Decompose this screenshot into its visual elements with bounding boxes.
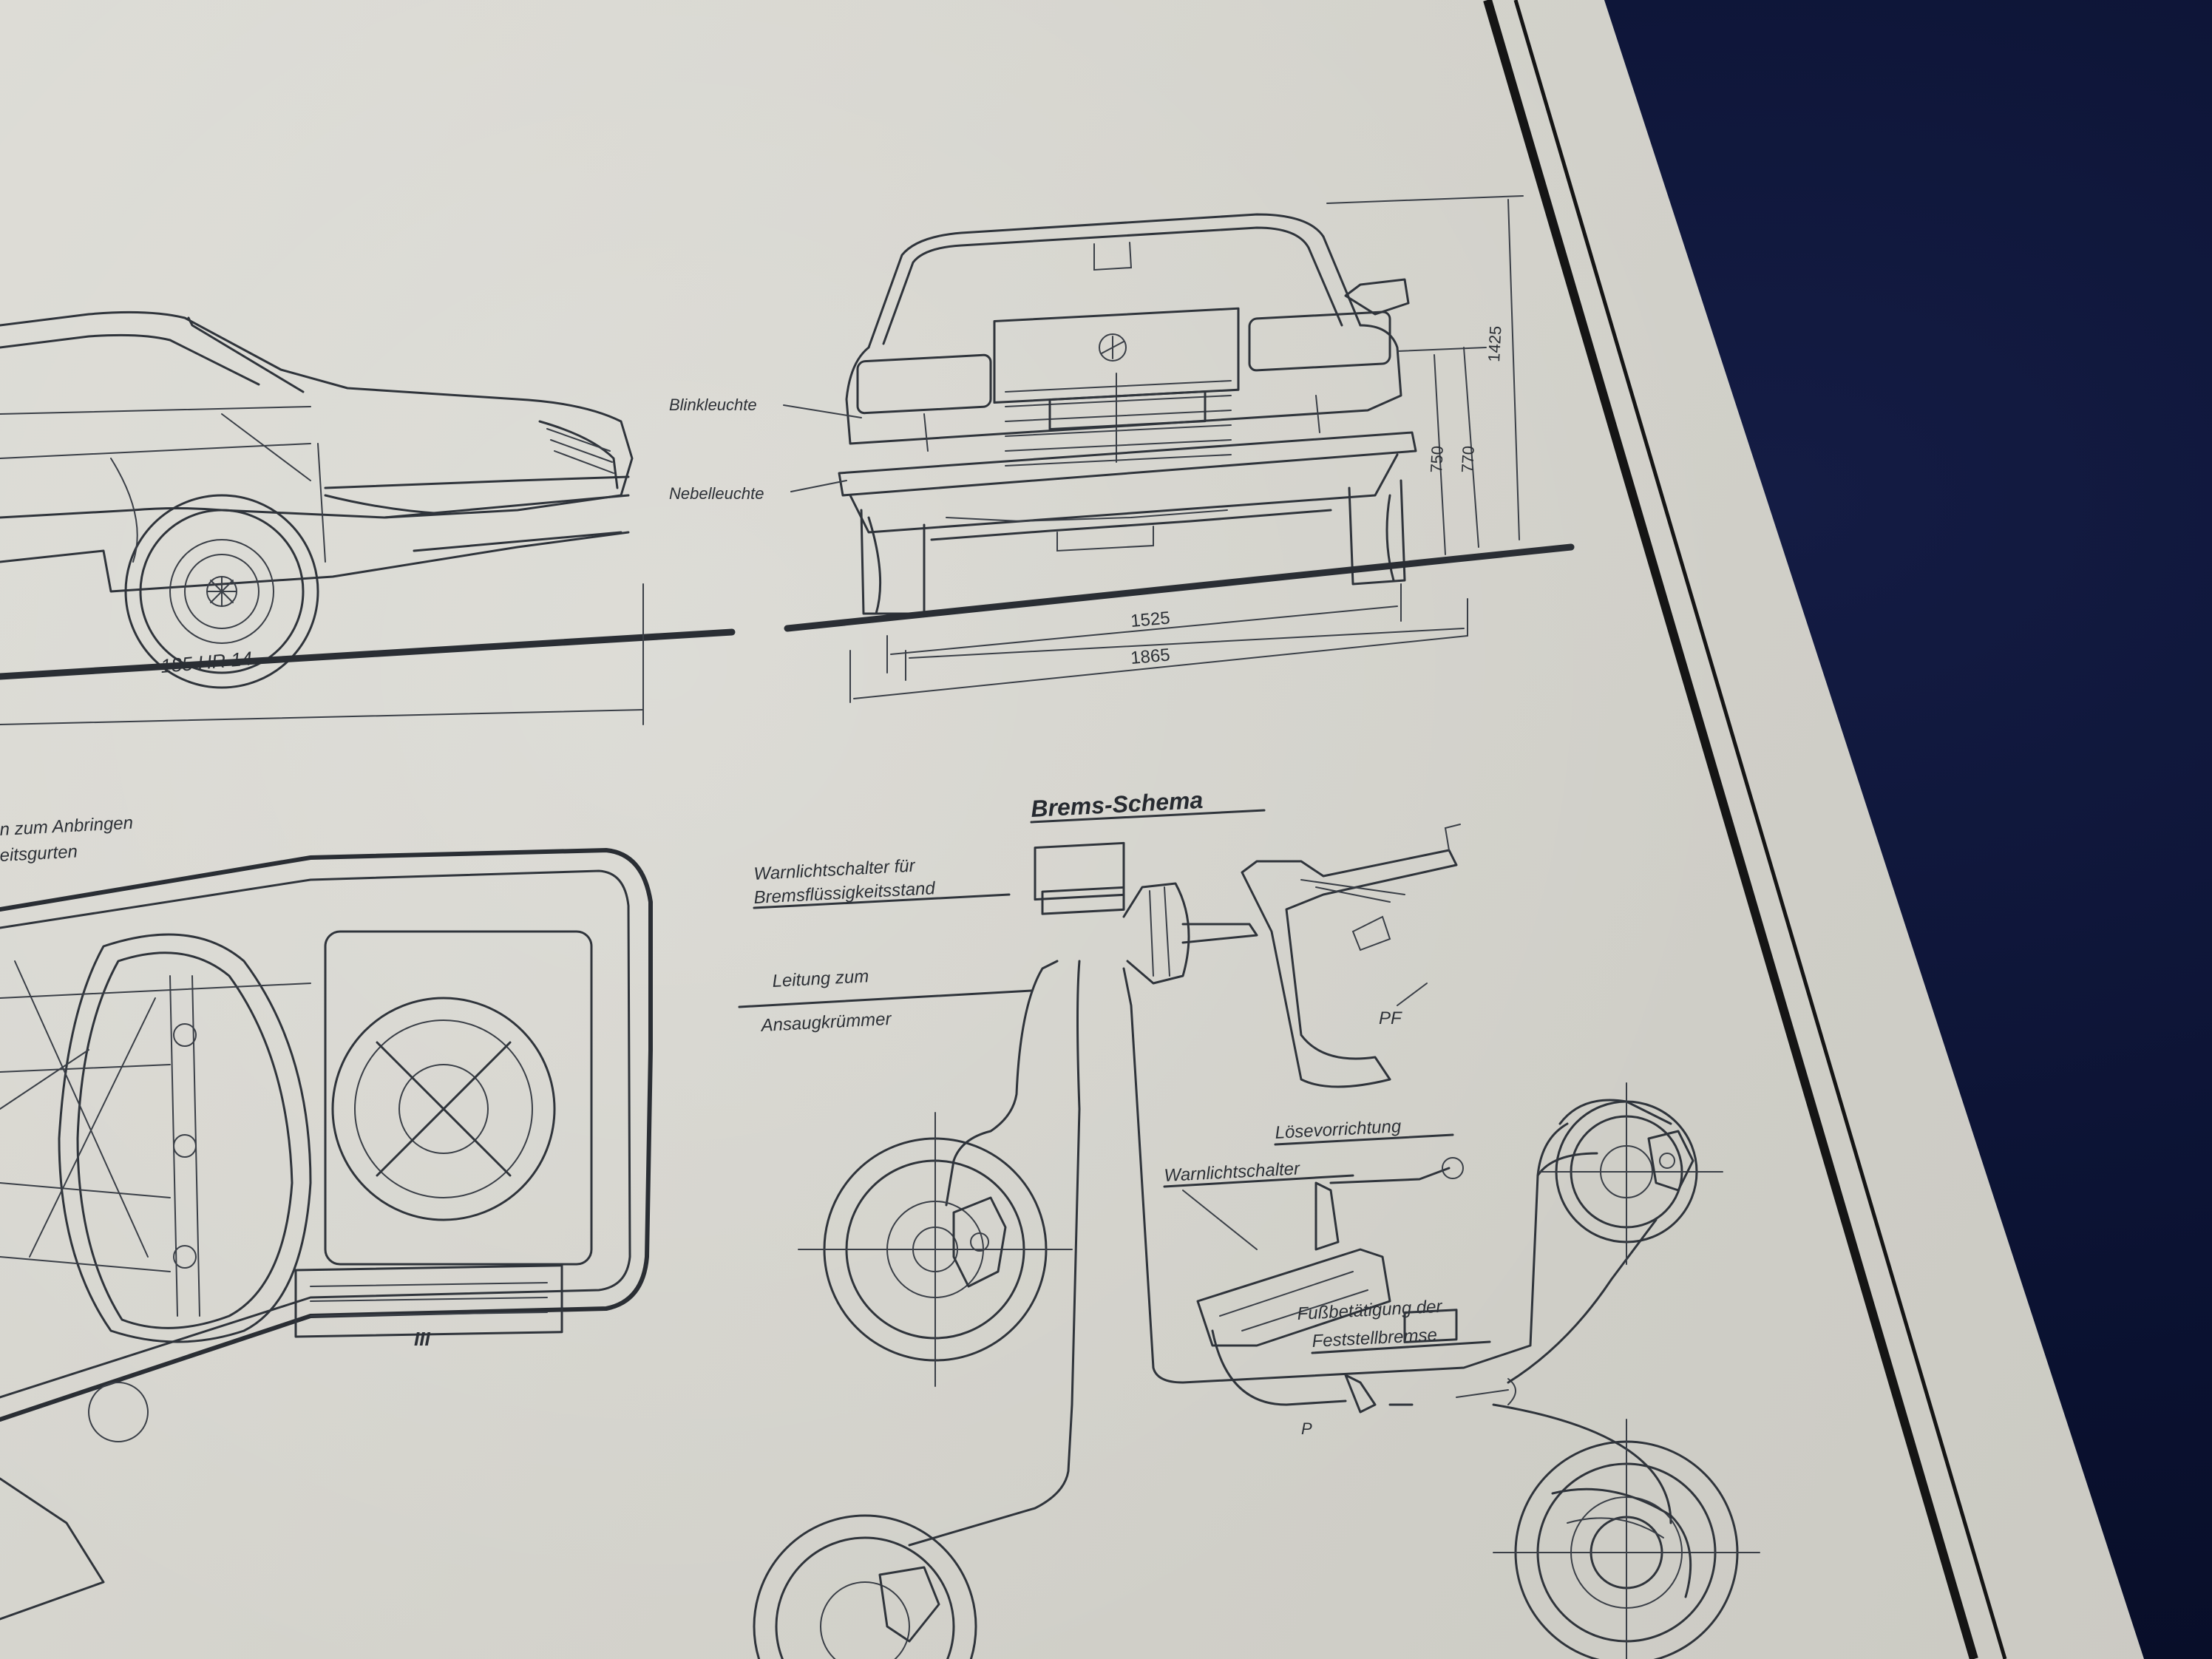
dimension-750: 750 <box>1427 445 1447 473</box>
paper-frame-border <box>1483 0 2007 1659</box>
label-fussbetaetigung: Fußbetätigung der <box>1297 1297 1443 1324</box>
label-leitung-zum: Leitung zum <box>772 966 869 991</box>
dimension-770: 770 <box>1458 445 1478 473</box>
top-view-car: n zum Anbringen eitsgurten III <box>0 813 653 1621</box>
roman-three-marking: III <box>414 1328 430 1350</box>
brake-schema: Brems-Schema Warnlichtschalter für Brems… <box>738 787 1760 1659</box>
label-seatbelt-line1: n zum Anbringen <box>0 813 134 840</box>
label-seatbelt-line2: eitsgurten <box>0 842 78 866</box>
dimension-1865: 1865 <box>1130 645 1171 668</box>
label-ansaugkruemmer: Ansaugkrümmer <box>759 1009 892 1036</box>
dimension-1525: 1525 <box>1130 608 1171 631</box>
label-feststellbremse: Feststellbremse <box>1312 1325 1438 1351</box>
label-nebelleuchte: Nebelleuchte <box>669 484 764 503</box>
label-blinkleuchte: Blinkleuchte <box>669 396 757 414</box>
label-pedal-force-p: P <box>1301 1419 1312 1438</box>
front-view-car: 1525 1865 1425 770 750 Blinkleuchte Nebe… <box>669 195 1575 703</box>
side-view-car: 185 HR 14 <box>0 311 736 725</box>
label-pedal-force-pf: PF <box>1379 1008 1402 1028</box>
dimension-1425: 1425 <box>1485 325 1505 362</box>
